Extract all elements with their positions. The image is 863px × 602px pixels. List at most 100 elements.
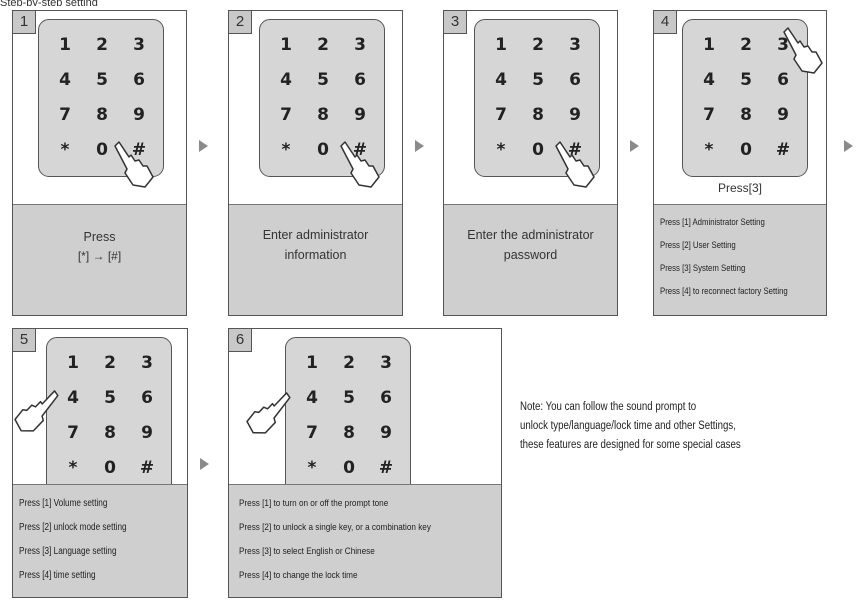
caption-line-1: Enter the administrator (444, 227, 617, 243)
menu-item: Press [3] System Setting (660, 257, 793, 280)
pointing-hand-icon (554, 139, 596, 189)
key-8: 8 (734, 104, 758, 126)
key-9: 9 (374, 422, 398, 444)
key-0: 0 (98, 457, 122, 479)
key-8: 8 (311, 104, 335, 126)
key-7: 7 (53, 104, 77, 126)
key-2: 2 (526, 34, 550, 56)
pointing-hand-icon (243, 384, 293, 441)
menu-item: Press [4] time setting (19, 564, 153, 588)
key-9: 9 (135, 422, 159, 444)
key-hash: # (374, 457, 398, 479)
key-2: 2 (311, 34, 335, 56)
caption-line-2: information (229, 247, 402, 263)
note-line: unlock type/language/lock time and other… (520, 417, 810, 436)
caption-line-2: [*] → [#] (13, 249, 186, 263)
key-star: * (274, 139, 298, 161)
key-1: 1 (489, 34, 513, 56)
key-3: 3 (374, 352, 398, 374)
key-6: 6 (135, 387, 159, 409)
key-1: 1 (274, 34, 298, 56)
key-9: 9 (771, 104, 795, 126)
pointing-hand-icon (782, 25, 824, 75)
key-4: 4 (489, 69, 513, 91)
caption-area: Press [*] → [#] (13, 204, 186, 315)
menu-area: Press [1] Volume setting Press [2] unloc… (13, 484, 187, 597)
key-8: 8 (98, 422, 122, 444)
key-8: 8 (526, 104, 550, 126)
key-7: 7 (274, 104, 298, 126)
caption-area: Enter administrator information (229, 204, 402, 315)
key-8: 8 (90, 104, 114, 126)
key-7: 7 (489, 104, 513, 126)
key-0: 0 (526, 139, 550, 161)
caption-line-1: Enter administrator (229, 227, 402, 243)
key-0: 0 (311, 139, 335, 161)
next-arrow-icon (200, 458, 209, 470)
key-5: 5 (311, 69, 335, 91)
key-6: 6 (374, 387, 398, 409)
caption-line-2: password (444, 247, 617, 263)
key-star: * (697, 139, 721, 161)
menu-item: Press [3] to select English or Chinese (239, 540, 461, 564)
key-2: 2 (734, 34, 758, 56)
key-4: 4 (300, 387, 324, 409)
key-3: 3 (563, 34, 587, 56)
step-5-panel: 5 123456789*0# Press [1] Volume setting … (12, 328, 188, 598)
key-star: * (300, 457, 324, 479)
header-cut-text: Step-by-step setting (0, 0, 98, 6)
step-number: 1 (13, 11, 36, 34)
step-number: 2 (229, 11, 252, 34)
step-number: 3 (444, 11, 467, 34)
key-5: 5 (526, 69, 550, 91)
key-hash: # (135, 457, 159, 479)
menu-item: Press [1] Volume setting (19, 492, 153, 516)
menu-area: Press [1] Administrator Setting Press [2… (654, 204, 826, 315)
key-1: 1 (53, 34, 77, 56)
pointing-hand-icon (12, 382, 61, 439)
menu-item: Press [2] to unlock a single key, or a c… (239, 516, 461, 540)
note-line: Note: You can follow the sound prompt to (520, 398, 810, 417)
key-8: 8 (337, 422, 361, 444)
key-3: 3 (135, 352, 159, 374)
key-7: 7 (697, 104, 721, 126)
pointing-hand-icon (339, 139, 381, 189)
key-4: 4 (61, 387, 85, 409)
key-1: 1 (300, 352, 324, 374)
key-7: 7 (61, 422, 85, 444)
press-label: Press[3] (654, 181, 826, 195)
menu-item: Press [3] Language setting (19, 540, 153, 564)
step-number: 5 (13, 329, 36, 352)
key-9: 9 (127, 104, 151, 126)
key-4: 4 (697, 69, 721, 91)
caption-line-1: Press (13, 229, 186, 245)
next-arrow-icon (415, 140, 424, 152)
key-5: 5 (734, 69, 758, 91)
key-star: * (61, 457, 85, 479)
next-arrow-icon (199, 140, 208, 152)
key-3: 3 (348, 34, 372, 56)
key-6: 6 (563, 69, 587, 91)
key-3: 3 (127, 34, 151, 56)
key-0: 0 (337, 457, 361, 479)
menu-item: Press [1] Administrator Setting (660, 211, 793, 234)
key-star: * (489, 139, 513, 161)
key-5: 5 (337, 387, 361, 409)
key-4: 4 (53, 69, 77, 91)
note-text: Note: You can follow the sound prompt to… (520, 398, 863, 455)
key-7: 7 (300, 422, 324, 444)
menu-item: Press [1] to turn on or off the prompt t… (239, 492, 461, 516)
menu-list: Press [1] Volume setting Press [2] unloc… (19, 492, 153, 588)
key-5: 5 (98, 387, 122, 409)
note-line: these features are designed for some spe… (520, 436, 810, 455)
key-5: 5 (90, 69, 114, 91)
step-number: 6 (229, 329, 252, 352)
step-number: 4 (654, 11, 677, 34)
key-2: 2 (90, 34, 114, 56)
